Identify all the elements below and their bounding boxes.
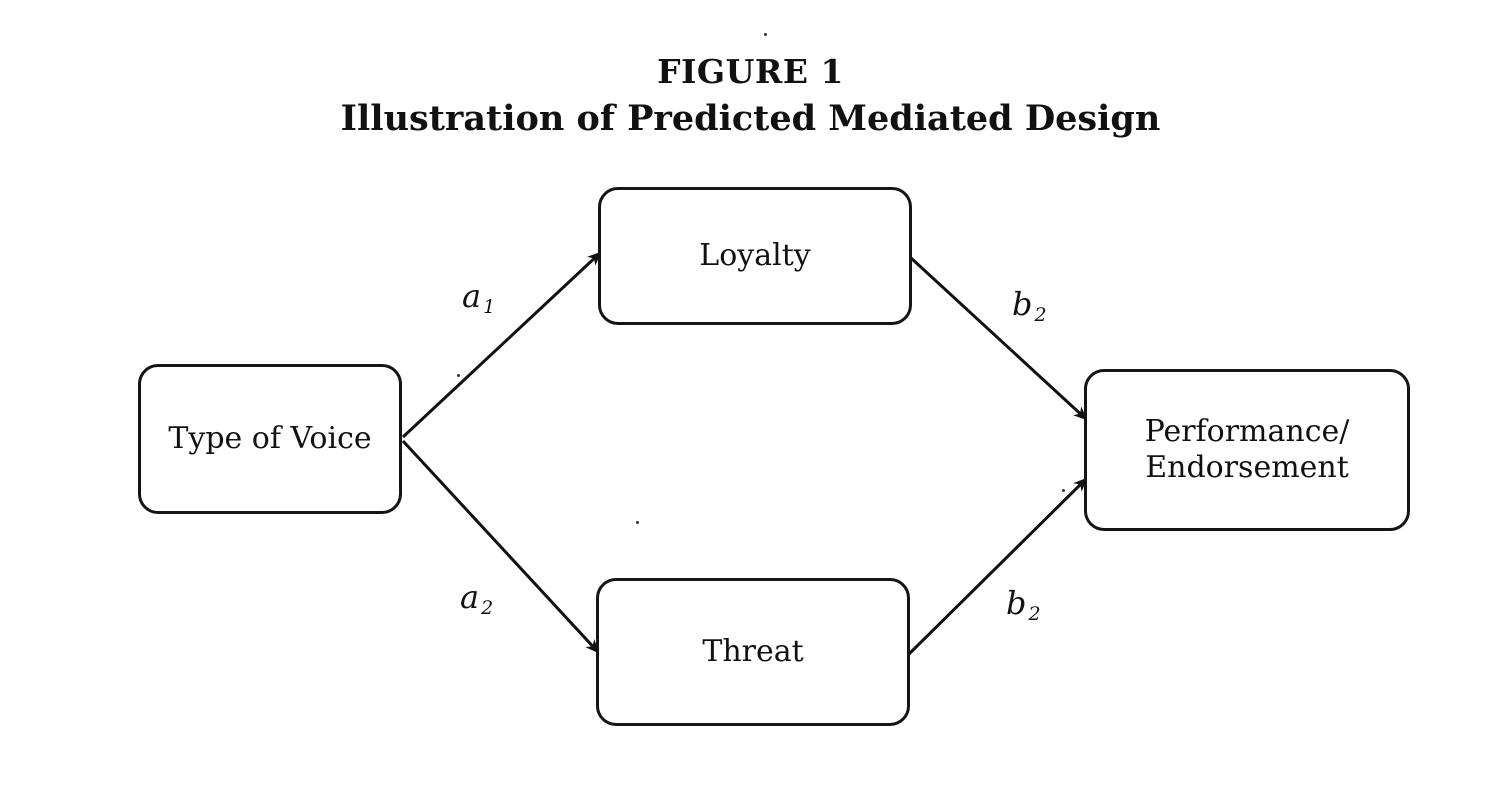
path-label-a2-subscript: 2 — [481, 597, 494, 619]
node-type-of-voice: Type of Voice — [138, 364, 402, 514]
path-label-a1-subscript: 1 — [483, 296, 496, 318]
path-label-a2-letter: a — [460, 578, 480, 616]
node-threat-label: Threat — [702, 634, 804, 669]
node-type-of-voice-label: Type of Voice — [168, 421, 372, 456]
path-label-b2-bottom-letter: b — [1006, 584, 1027, 622]
path-label-a1-letter: a — [462, 277, 482, 315]
figure-caption: Illustration of Predicted Mediated Desig… — [340, 98, 1161, 139]
path-label-b2-bottom-subscript: 2 — [1028, 603, 1041, 625]
scan-speck — [1062, 489, 1065, 492]
arrow-voice-to-threat — [401, 439, 600, 654]
node-threat: Threat — [596, 578, 910, 726]
scan-speck — [457, 374, 460, 377]
path-label-b2-top-letter: b — [1012, 285, 1033, 323]
figure-number: FIGURE 1 — [657, 52, 844, 91]
node-loyalty-label: Loyalty — [699, 238, 811, 273]
node-performance-label-line2: Endorsement — [1145, 450, 1349, 485]
node-performance-endorsement: Performance/ Endorsement — [1084, 369, 1410, 531]
arrow-threat-to-performance — [907, 477, 1088, 656]
node-loyalty: Loyalty — [598, 187, 912, 325]
scan-speck — [636, 521, 639, 524]
arrow-loyalty-to-performance — [909, 256, 1088, 421]
arrow-voice-to-loyalty — [401, 251, 602, 439]
node-performance-label-line1: Performance/ — [1144, 414, 1350, 449]
scan-speck — [764, 33, 767, 36]
path-label-b2-top-subscript: 2 — [1034, 304, 1047, 326]
